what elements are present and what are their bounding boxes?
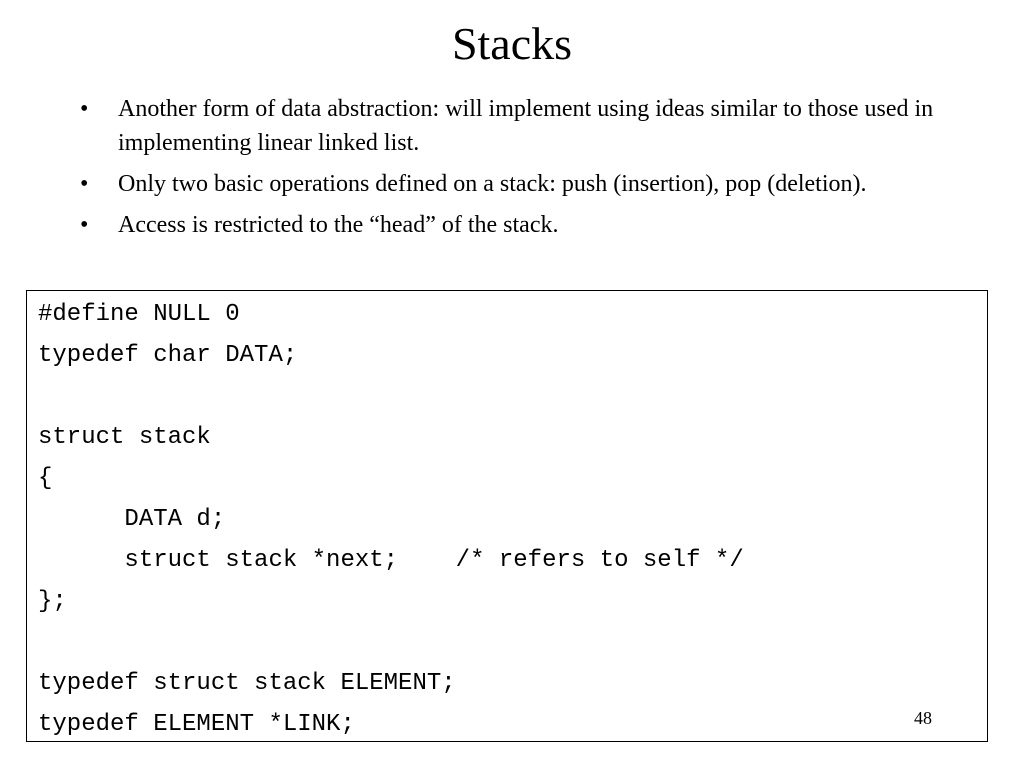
bullet-text: Access is restricted to the “head” of th… bbox=[118, 212, 559, 238]
code-line: typedef char DATA; bbox=[38, 342, 298, 369]
bullet-text: Only two basic operations defined on a s… bbox=[118, 171, 867, 197]
code-line bbox=[38, 622, 744, 663]
code-line: struct stack bbox=[38, 424, 211, 451]
code-line: #define NULL 0 bbox=[38, 301, 240, 328]
bullet-dot-icon: • bbox=[80, 96, 89, 122]
code-line bbox=[38, 376, 744, 417]
code-listing: #define NULL 0 typedef char DATA; struct… bbox=[38, 294, 744, 745]
bullet-item: • Access is restricted to the “head” of … bbox=[78, 208, 958, 242]
code-line: struct stack *next; /* refers to self */ bbox=[38, 547, 744, 574]
slide-title: Stacks bbox=[451, 18, 573, 69]
code-box: #define NULL 0 typedef char DATA; struct… bbox=[26, 290, 988, 742]
code-line: }; bbox=[38, 588, 67, 615]
code-line: DATA d; bbox=[38, 506, 226, 533]
page-number: 48 bbox=[914, 708, 932, 728]
code-line: typedef ELEMENT *LINK; bbox=[38, 711, 355, 738]
bullet-item: • Another form of data abstraction: will… bbox=[78, 92, 958, 160]
code-line: typedef struct stack ELEMENT; bbox=[38, 670, 456, 697]
bullet-list: • Another form of data abstraction: will… bbox=[78, 92, 958, 249]
bullet-item: • Only two basic operations defined on a… bbox=[78, 167, 958, 201]
bullet-dot-icon: • bbox=[80, 212, 89, 238]
code-line: { bbox=[38, 465, 53, 492]
bullet-dot-icon: • bbox=[80, 171, 89, 197]
bullet-text: Another form of data abstraction: will i… bbox=[118, 96, 934, 156]
